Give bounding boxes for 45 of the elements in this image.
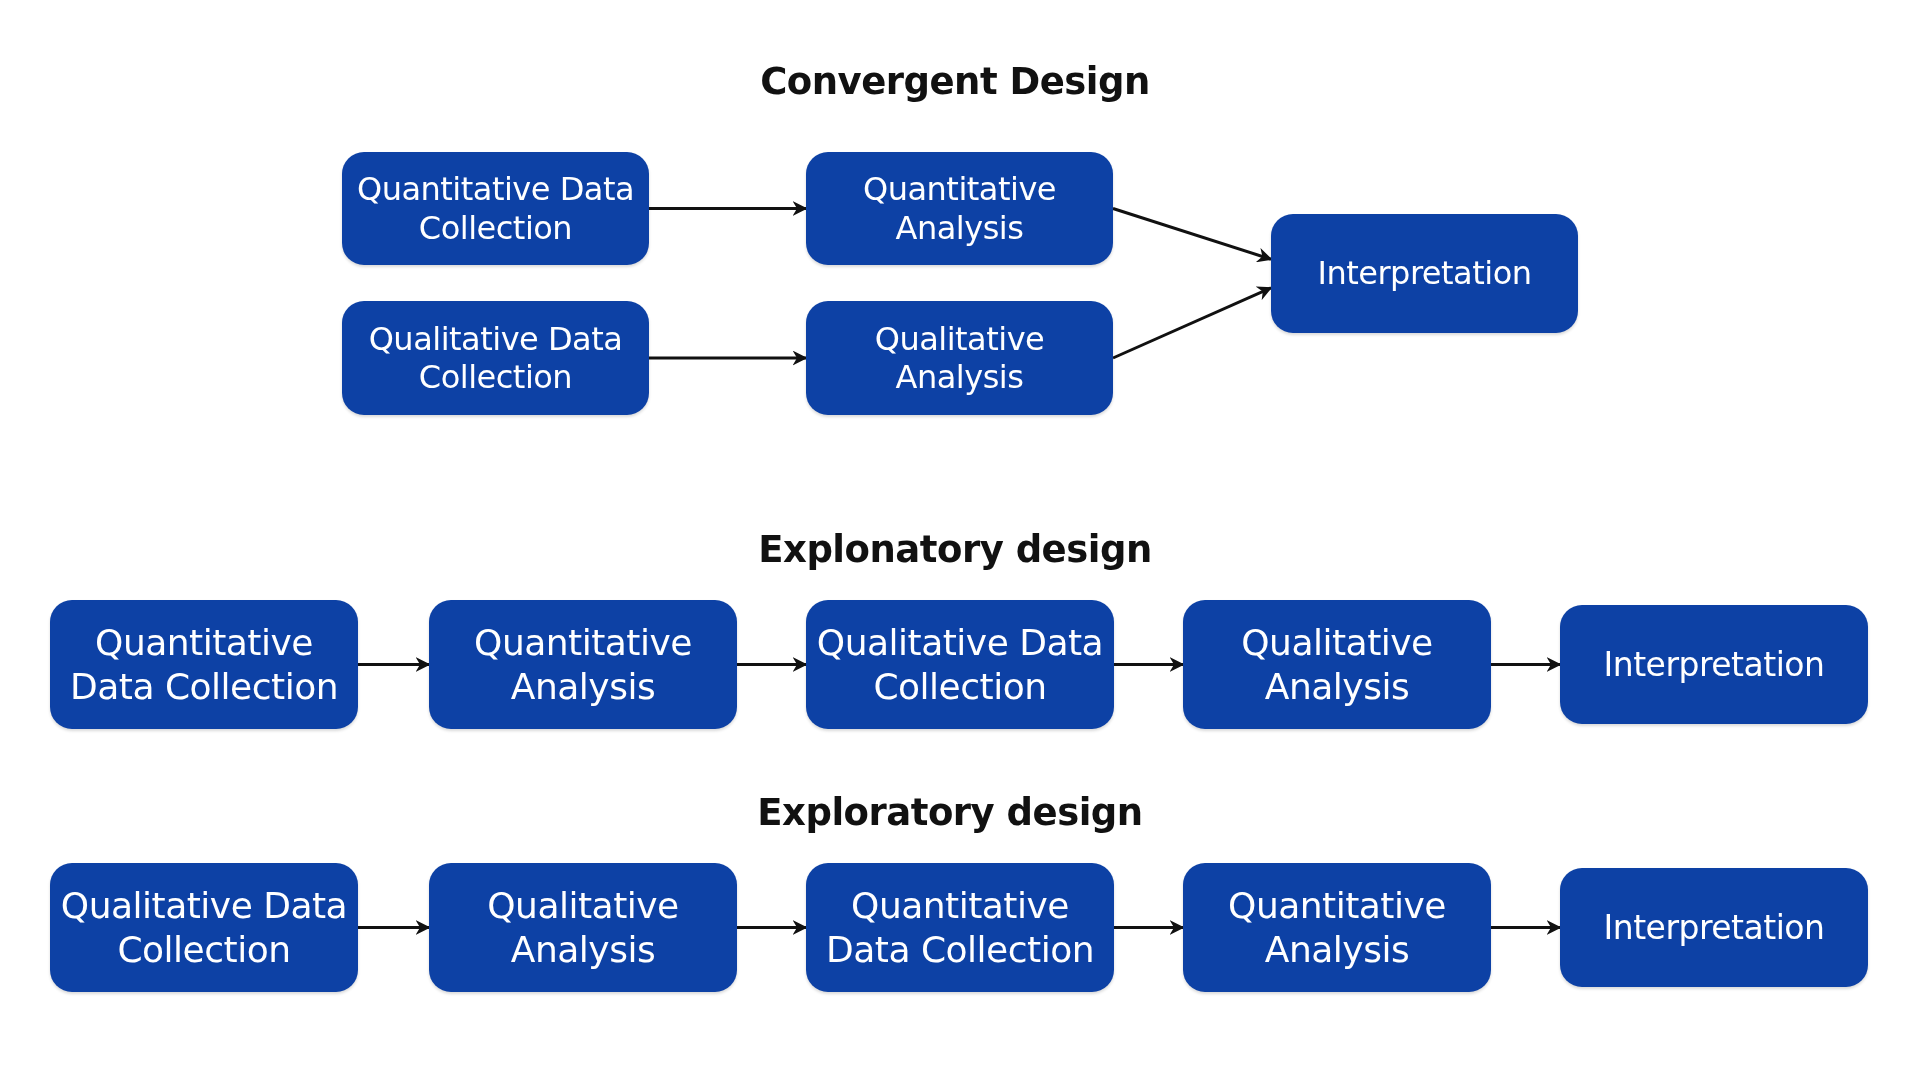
process-box <box>1183 600 1491 729</box>
process-box <box>806 863 1114 992</box>
box-label: Quantitative Data Collection <box>825 884 1095 971</box>
box-label: Interpretation <box>1603 907 1825 948</box>
section-heading: Convergent Design <box>760 60 1150 103</box>
box-label: Qualitative Data Collection <box>367 319 624 397</box>
process-box <box>806 152 1113 265</box>
box-label: Quantitative Analysis <box>1227 884 1447 971</box>
box-label: Interpretation <box>1603 644 1825 685</box>
box-label: Qualitative Analysis <box>486 884 680 971</box>
box-label: Quantitative Data Collection <box>69 621 339 708</box>
arrow <box>649 350 808 366</box>
process-box <box>50 600 358 729</box>
arrow <box>649 201 808 216</box>
process-box <box>342 301 649 415</box>
section-heading: Explonatory design <box>758 528 1152 571</box>
arrow <box>1114 920 1185 935</box>
process-box <box>342 152 649 265</box>
process-box <box>1271 214 1578 333</box>
arrow <box>358 657 431 672</box>
process-box <box>1560 605 1868 724</box>
arrow <box>737 920 808 935</box>
arrow <box>1491 920 1562 935</box>
arrow <box>737 657 808 672</box>
arrow <box>1491 657 1562 672</box>
process-box <box>429 863 737 992</box>
process-box <box>429 600 737 729</box>
arrow <box>1114 657 1185 672</box>
box-label: Qualitative Data Collection <box>60 884 348 971</box>
box-label: Qualitative Analysis <box>1240 621 1434 708</box>
box-label: Qualitative Data Collection <box>816 621 1104 708</box>
process-box <box>1560 868 1868 987</box>
box-label: Quantitative Data Collection <box>355 170 636 247</box>
arrow <box>1112 207 1273 263</box>
process-box <box>806 301 1113 415</box>
section-heading: Exploratory design <box>757 791 1143 834</box>
box-label: Qualitative Analysis <box>873 319 1046 397</box>
box-label: Quantitative Analysis <box>862 170 1057 247</box>
arrow <box>1112 286 1273 360</box>
process-box <box>1183 863 1491 992</box>
process-box <box>806 600 1114 729</box>
arrow <box>358 920 431 935</box>
box-label: Interpretation <box>1317 254 1532 293</box>
process-box <box>50 863 358 992</box>
box-label: Quantitative Analysis <box>473 621 693 708</box>
